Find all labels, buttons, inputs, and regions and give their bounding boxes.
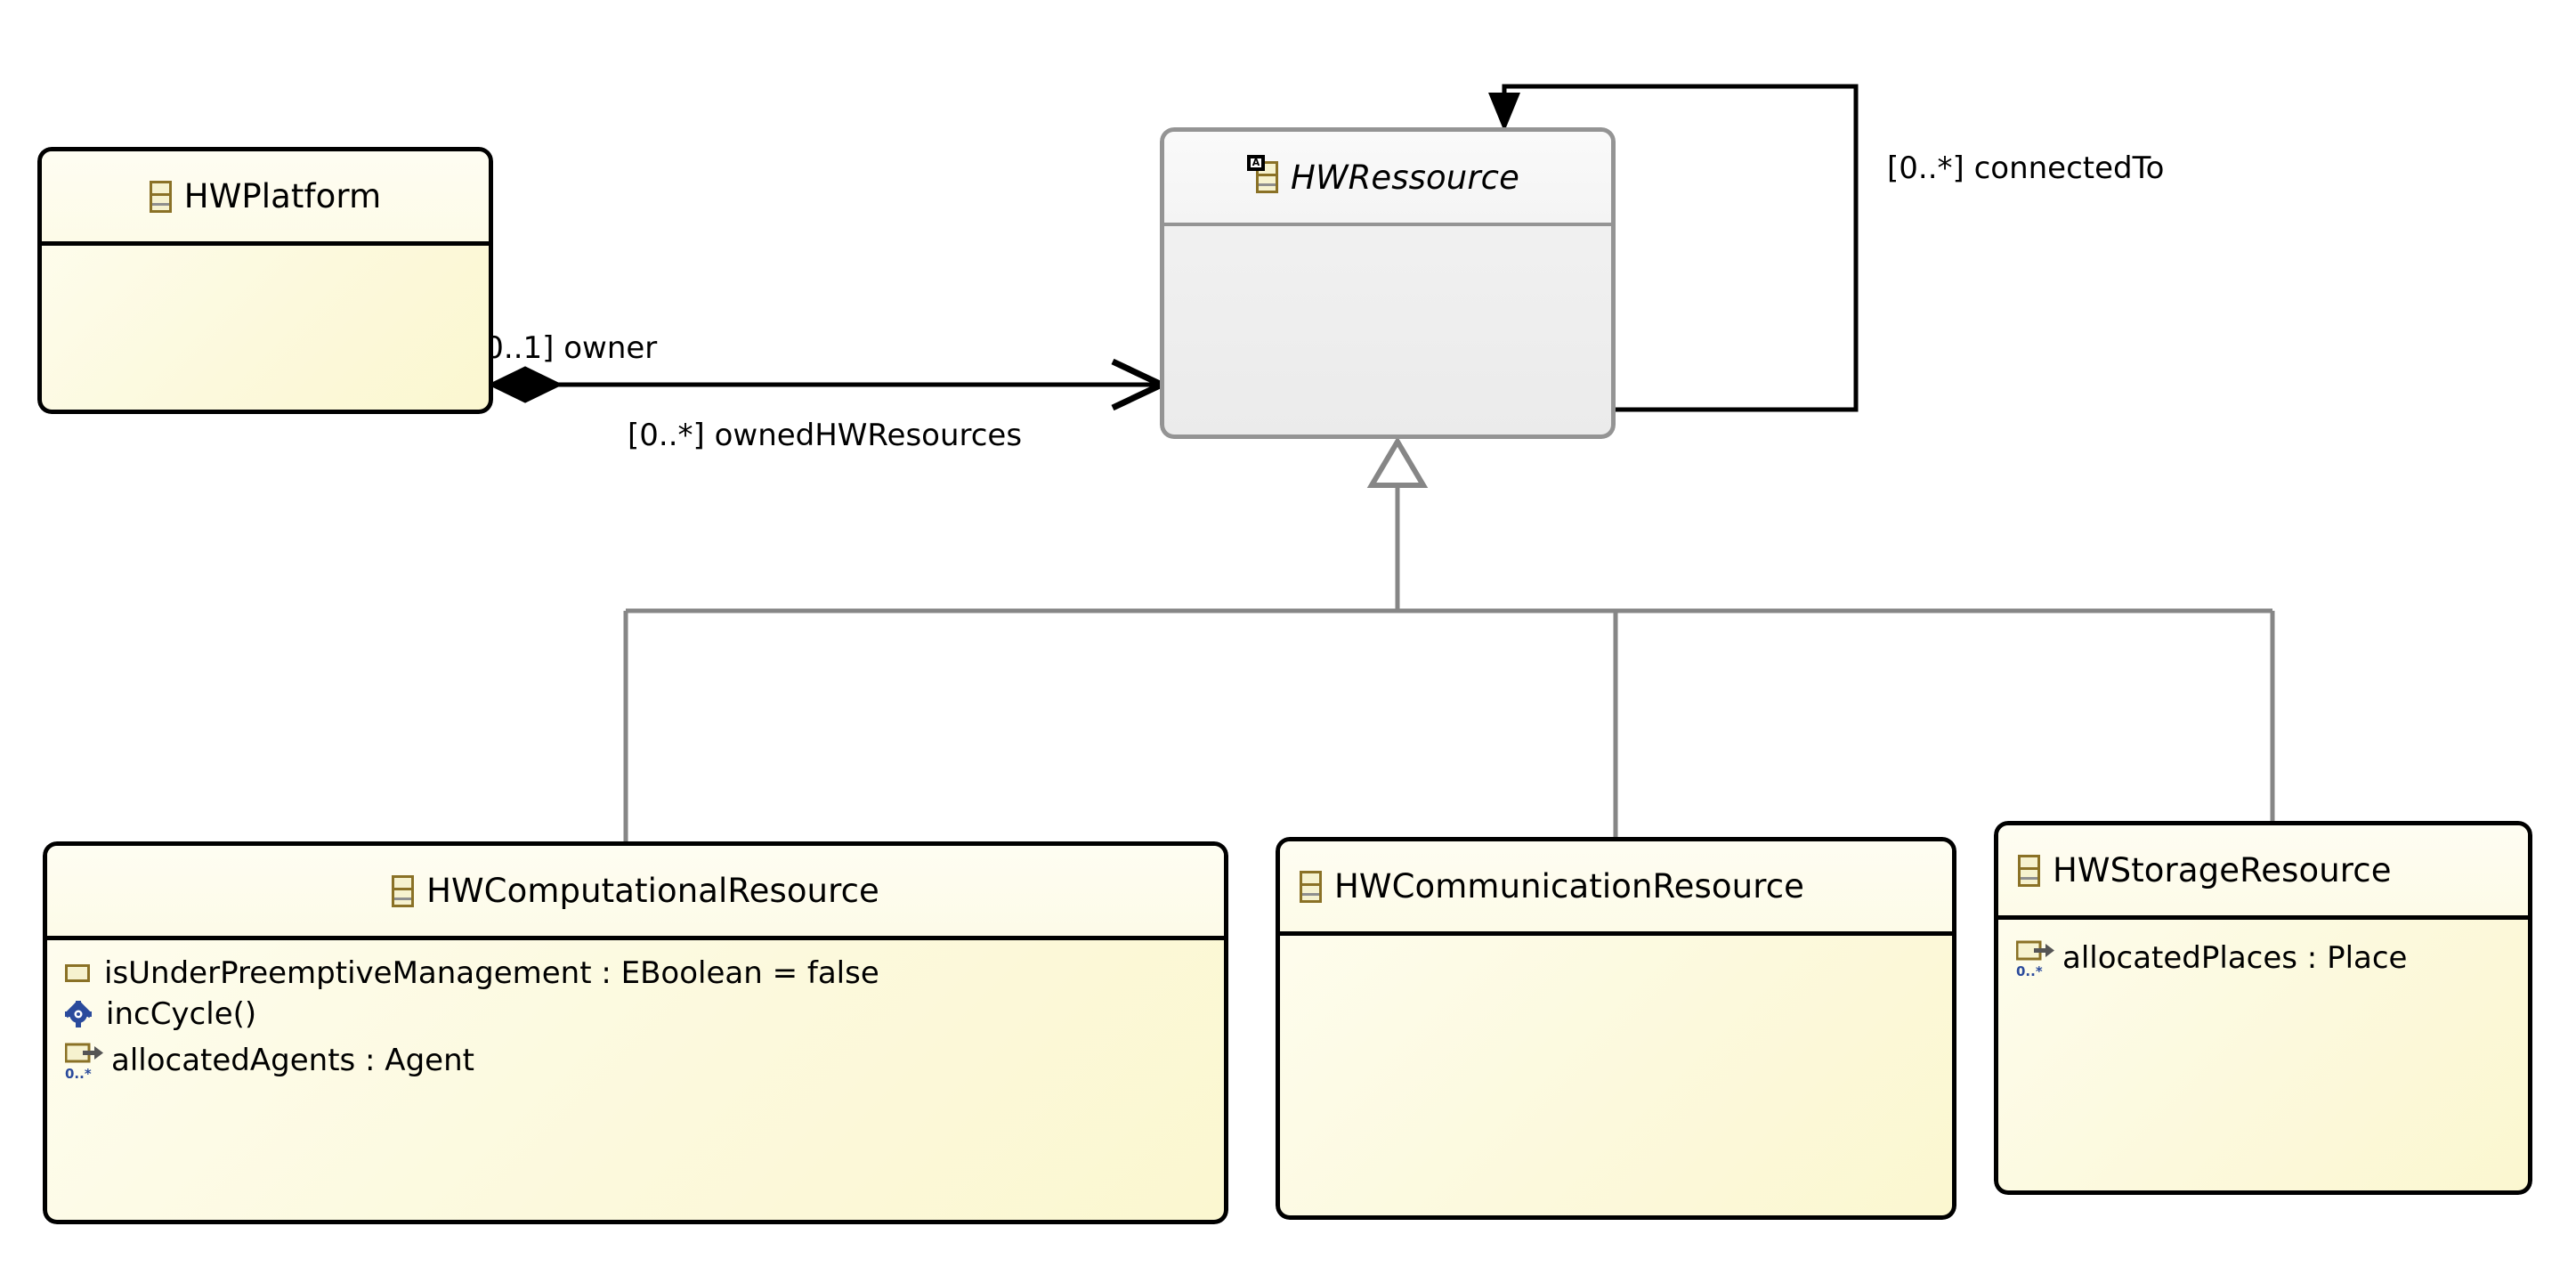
svg-text:0..*: 0..* <box>2016 963 2043 979</box>
composition-diamond <box>487 366 563 403</box>
class-body-hwplatform <box>42 246 489 410</box>
svg-text:0..*: 0..* <box>65 1066 92 1081</box>
generalization-arrowhead <box>1366 436 1429 488</box>
feature-label: isUnderPreemptiveManagement : EBoolean =… <box>104 955 879 991</box>
feature-label: incCycle() <box>106 996 257 1032</box>
class-name-hwressource: HWRessource <box>1291 158 1519 197</box>
class-box-hwcommunicationresource[interactable]: HWCommunicationResource <box>1276 837 1956 1220</box>
reference-icon: 0..* <box>64 1042 103 1082</box>
class-body-hwressource <box>1164 226 1611 435</box>
feature-row-operation[interactable]: incCycle() <box>47 994 1224 1035</box>
class-icon <box>2018 854 2040 887</box>
class-header-hwcommunicationresource: HWCommunicationResource <box>1280 841 1952 936</box>
composition-edge-owner <box>487 358 1170 411</box>
class-box-hwstorageresource[interactable]: HWStorageResource 0..* allocatedPlaces :… <box>1994 821 2532 1195</box>
class-box-hwressource[interactable]: A HWRessource <box>1160 127 1616 439</box>
edge-label-ownedhwresources: [0..*] ownedHWResources <box>628 418 1023 453</box>
class-name-hwcommunicationresource: HWCommunicationResource <box>1334 867 1805 906</box>
class-header-hwstorageresource: HWStorageResource <box>1998 825 2528 920</box>
feature-row-reference[interactable]: 0..* allocatedPlaces : Place <box>1998 932 2528 984</box>
self-association-connectedto <box>1488 84 1859 412</box>
class-header-hwressource: A HWRessource <box>1164 132 1611 226</box>
generalization-tree <box>623 436 2275 841</box>
feature-row-reference[interactable]: 0..* allocatedAgents : Agent <box>47 1035 1224 1086</box>
reference-icon: 0..* <box>2015 939 2054 979</box>
operation-icon <box>63 999 93 1027</box>
class-name-hwcomputationalresource: HWComputationalResource <box>426 872 879 910</box>
class-header-hwcomputationalresource: HWComputationalResource <box>47 846 1224 940</box>
class-body-hwcommunicationresource <box>1280 936 1952 1215</box>
class-icon <box>392 874 415 907</box>
abstract-badge-icon: A <box>1247 155 1266 171</box>
edge-label-connectedto: [0..*] connectedTo <box>1887 150 2165 186</box>
connectedto-arrowhead <box>1488 93 1520 132</box>
class-icon <box>149 180 172 213</box>
attribute-icon <box>65 964 90 982</box>
class-name-hwstorageresource: HWStorageResource <box>2053 851 2392 889</box>
class-header-hwplatform: HWPlatform <box>42 151 489 246</box>
class-body-hwcomputationalresource: isUnderPreemptiveManagement : EBoolean =… <box>47 940 1224 1220</box>
edge-label-owner: [0..1] owner <box>473 330 658 366</box>
class-name-hwplatform: HWPlatform <box>183 177 382 215</box>
feature-label: allocatedPlaces : Place <box>2062 940 2408 976</box>
class-icon <box>1300 870 1322 903</box>
class-box-hwplatform[interactable]: HWPlatform <box>37 147 493 414</box>
class-body-hwstorageresource: 0..* allocatedPlaces : Place <box>1998 920 2528 1190</box>
feature-label: allocatedAgents : Agent <box>111 1043 474 1078</box>
class-box-hwcomputationalresource[interactable]: HWComputationalResource isUnderPreemptiv… <box>43 841 1228 1224</box>
class-icon: A <box>1247 155 1279 193</box>
feature-row-attribute[interactable]: isUnderPreemptiveManagement : EBoolean =… <box>47 953 1224 994</box>
